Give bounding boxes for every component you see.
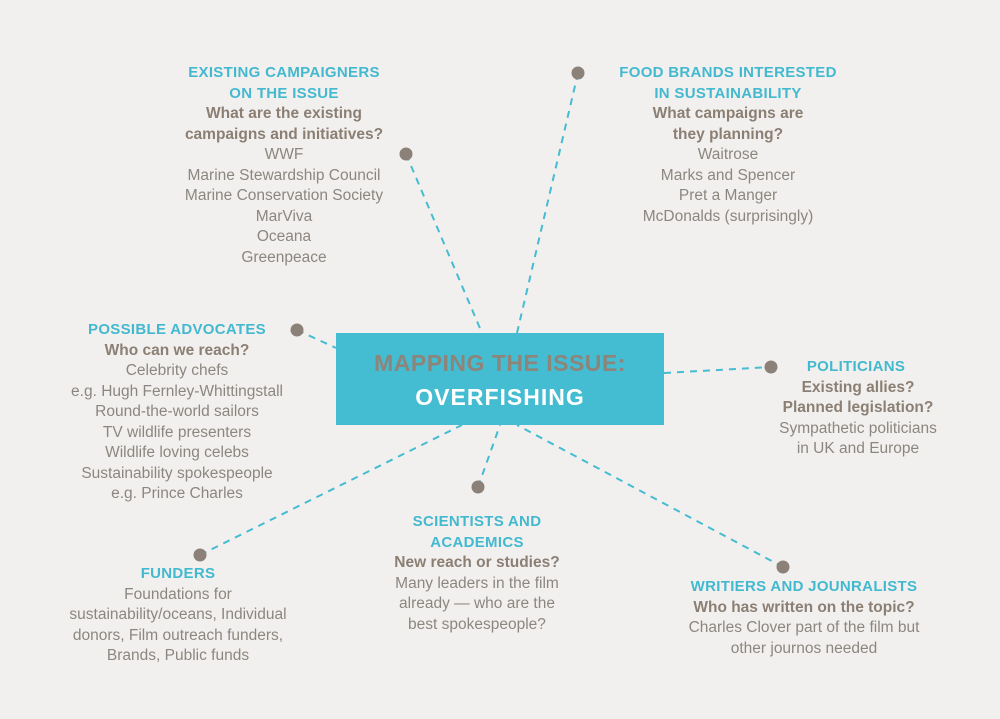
central-topic-line1: MAPPING THE ISSUE: [374,350,626,376]
node-dot-funders [193,548,207,562]
node-item: Waitrose [697,146,759,163]
node-heading: WRITIERS AND JOUNRALISTS [690,578,918,595]
node-heading: SCIENTISTS AND [412,513,542,530]
node-item: Sustainability spokespeople [81,464,273,482]
node-possible-advocates: POSSIBLE ADVOCATES Who can we reach? Cel… [27,320,327,505]
node-item: Many leaders in the film [395,574,559,592]
node-item: sustainability/oceans, Individual [69,606,287,623]
connector-funders [199,424,463,556]
node-item: Foundations for [124,585,232,603]
node-dot-writers [776,560,790,574]
node-item: Brands, Public funds [106,647,250,664]
node-item: McDonalds (surprisingly) [642,207,814,225]
node-heading: IN SUSTAINABILITY [654,84,802,102]
node-heading: POSSIBLE ADVOCATES [88,321,266,338]
node-scientists: SCIENTISTS AND ACADEMICS New reach or st… [347,512,607,635]
node-heading: ON THE ISSUE [229,84,339,102]
connector-writers [516,424,784,568]
node-question: Who can we reach? [104,341,250,359]
node-dot-scientists [471,480,485,494]
connector-scientists [477,424,501,488]
central-topic-box: MAPPING THE ISSUE: OVERFISHING [336,333,664,425]
node-heading: FOOD BRANDS INTERESTED [619,64,837,81]
node-dot-politicians [764,360,778,374]
node-heading: FUNDERS [140,565,216,582]
node-item: Greenpeace [241,248,327,266]
node-heading: EXISTING CAMPAIGNERS [188,64,380,81]
node-question: they planning? [672,125,784,143]
node-dot-campaigners [399,147,413,161]
node-item: other journos needed [730,639,878,657]
node-question: Existing allies? [801,378,915,396]
node-item: e.g. Hugh Fernley-Whittingstall [71,382,283,400]
node-question: Planned legislation? [782,399,934,416]
node-item: Oceana [256,228,312,245]
node-question: Who has written on the topic? [693,598,915,616]
node-item: Charles Clover part of the film but [688,619,920,636]
node-question: What are the existing [206,105,362,122]
node-dot-advocates [290,323,304,337]
node-item: in UK and Europe [796,440,920,457]
node-writers-journalists: WRITIERS AND JOUNRALISTS Who has written… [644,577,964,659]
node-item: Round-the-world sailors [95,403,259,420]
node-question: campaigns and initiatives? [184,125,384,143]
node-item: already — who are the [399,595,555,612]
node-item: Sympathetic politicians [779,419,937,437]
node-item: Celebrity chefs [125,362,229,379]
node-existing-campaigners: EXISTING CAMPAIGNERS ON THE ISSUE What a… [134,63,434,268]
node-item: Marine Conservation Society [184,187,384,204]
node-item: TV wildlife presenters [102,423,252,441]
node-question: What campaigns are [652,105,804,122]
connector-campaigners [405,153,483,334]
central-topic-line2: OVERFISHING [415,384,585,410]
node-food-brands: FOOD BRANDS INTERESTED IN SUSTAINABILITY… [578,63,878,227]
node-dot-food-brands [571,66,585,80]
node-item: donors, Film outreach funders, [72,626,284,644]
node-item: e.g. Prince Charles [111,485,243,502]
node-item: Marine Stewardship Council [187,166,381,184]
connector-politicians [663,366,772,374]
node-heading: ACADEMICS [430,533,524,551]
node-heading: POLITICIANS [806,358,906,375]
node-funders: FUNDERS Foundations for sustainability/o… [28,564,328,667]
node-item: WWF [264,146,304,163]
node-item: Wildlife loving celebs [105,444,249,461]
node-item: best spokespeople? [408,615,546,633]
node-item: MarViva [255,207,313,225]
node-item: Marks and Spencer [660,166,796,184]
node-item: Pret a Manger [678,187,778,204]
node-question: New reach or studies? [394,554,560,571]
node-politicians: POLITICIANS Existing allies? Planned leg… [708,357,1000,460]
connector-food-brands [516,72,579,334]
